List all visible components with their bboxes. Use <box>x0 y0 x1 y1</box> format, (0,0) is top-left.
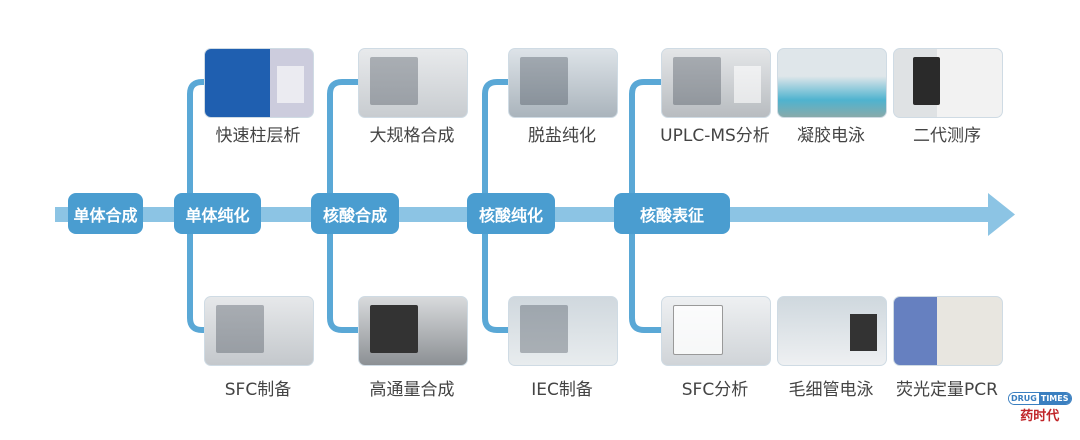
stage-nucleic-acid-characterization: 核酸表征 <box>614 193 730 234</box>
logo-en-1: DRUG <box>1009 393 1039 404</box>
photo-sfc-analysis <box>661 296 771 366</box>
photo-sfc-prep <box>204 296 314 366</box>
label-sfc-prep: SFC制备 <box>224 380 292 400</box>
photo-iec-prep <box>508 296 618 366</box>
stage-monomer-synthesis: 单体合成 <box>68 193 143 234</box>
photo-qpcr <box>893 296 1003 366</box>
label-flash-chromatography: 快速柱层析 <box>215 126 301 146</box>
label-iec-prep: IEC制备 <box>531 380 593 400</box>
label-uplc-ms: UPLC-MS分析 <box>660 126 770 146</box>
photo-gel-electrophoresis <box>777 48 887 118</box>
label-desalting: 脱盐纯化 <box>528 126 596 146</box>
logo-cn: 药时代 <box>1020 409 1060 424</box>
label-high-throughput-synthesis: 高通量合成 <box>369 380 455 400</box>
label-ngs: 二代测序 <box>913 126 981 146</box>
stage-nucleic-acid-purification: 核酸纯化 <box>467 193 555 234</box>
flow-arrow-head <box>988 193 1015 236</box>
photo-high-throughput-synthesis <box>358 296 468 366</box>
logo-en-2: TIMES <box>1038 393 1071 404</box>
label-large-scale-synthesis: 大规格合成 <box>369 126 455 146</box>
label-qpcr: 荧光定量PCR <box>896 380 998 400</box>
label-sfc-analysis: SFC分析 <box>681 380 749 400</box>
photo-desalting <box>508 48 618 118</box>
stage-nucleic-acid-synthesis: 核酸合成 <box>311 193 399 234</box>
stage-monomer-purification: 单体纯化 <box>174 193 261 234</box>
label-capillary-electrophoresis: 毛细管电泳 <box>788 380 874 400</box>
photo-ngs <box>893 48 1003 118</box>
photo-capillary-electrophoresis <box>777 296 887 366</box>
photo-large-scale-synthesis <box>358 48 468 118</box>
label-gel-electrophoresis: 凝胶电泳 <box>797 126 865 146</box>
photo-uplc-ms <box>661 48 771 118</box>
photo-flash-chromatography <box>204 48 314 118</box>
